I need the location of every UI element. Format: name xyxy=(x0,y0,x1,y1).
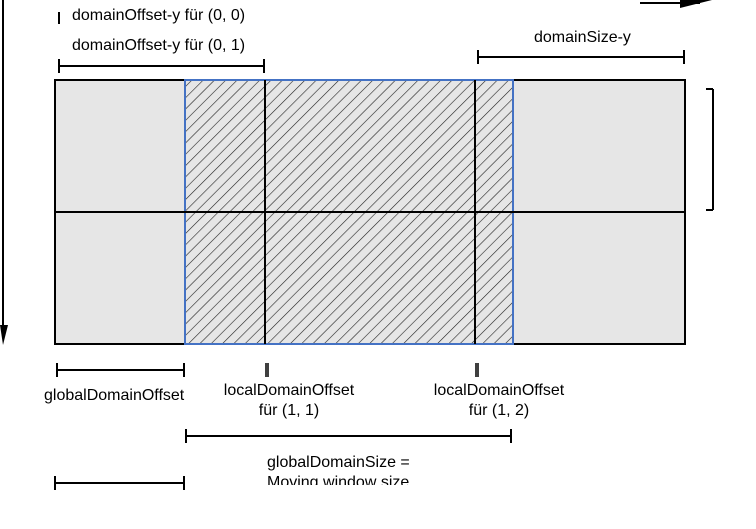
global-offset-bracket xyxy=(56,363,185,377)
right-cell-bracket xyxy=(706,88,714,211)
global-size-bracket xyxy=(185,429,512,443)
local-offset-11-line1: localDomainOffset xyxy=(223,382,355,399)
local-offset-11-label: localDomainOffset für (1, 1) xyxy=(196,381,382,421)
global-size-label: globalDomainSize = Moving window size xyxy=(267,453,410,485)
local-offset-12-line1: localDomainOffset xyxy=(433,382,565,399)
offset-01-label: domainOffset-y für (0, 1) xyxy=(72,37,246,54)
local-offset-11-tick xyxy=(265,363,269,377)
bottom-partial-bracket xyxy=(54,476,185,490)
global-size-line2: Moving window size xyxy=(267,474,410,485)
local-offset-11-line2: für (1, 1) xyxy=(258,402,320,419)
offset-00-label: domainOffset-y für (0, 0) xyxy=(72,7,246,24)
global-offset-label: globalDomainOffset xyxy=(44,387,185,404)
domain-size-y-label: domainSize-y xyxy=(534,29,631,46)
local-offset-12-tick xyxy=(475,363,479,377)
domain-size-y-bracket xyxy=(477,50,685,64)
global-size-line1: globalDomainSize = xyxy=(267,454,410,471)
left-axis-arrowhead xyxy=(0,325,8,345)
local-offset-12-label: localDomainOffset für (1, 2) xyxy=(406,381,592,421)
top-axis-arrowhead xyxy=(680,0,712,8)
offset-01-bracket xyxy=(58,59,265,73)
local-offset-12-line2: für (1, 2) xyxy=(468,402,530,419)
